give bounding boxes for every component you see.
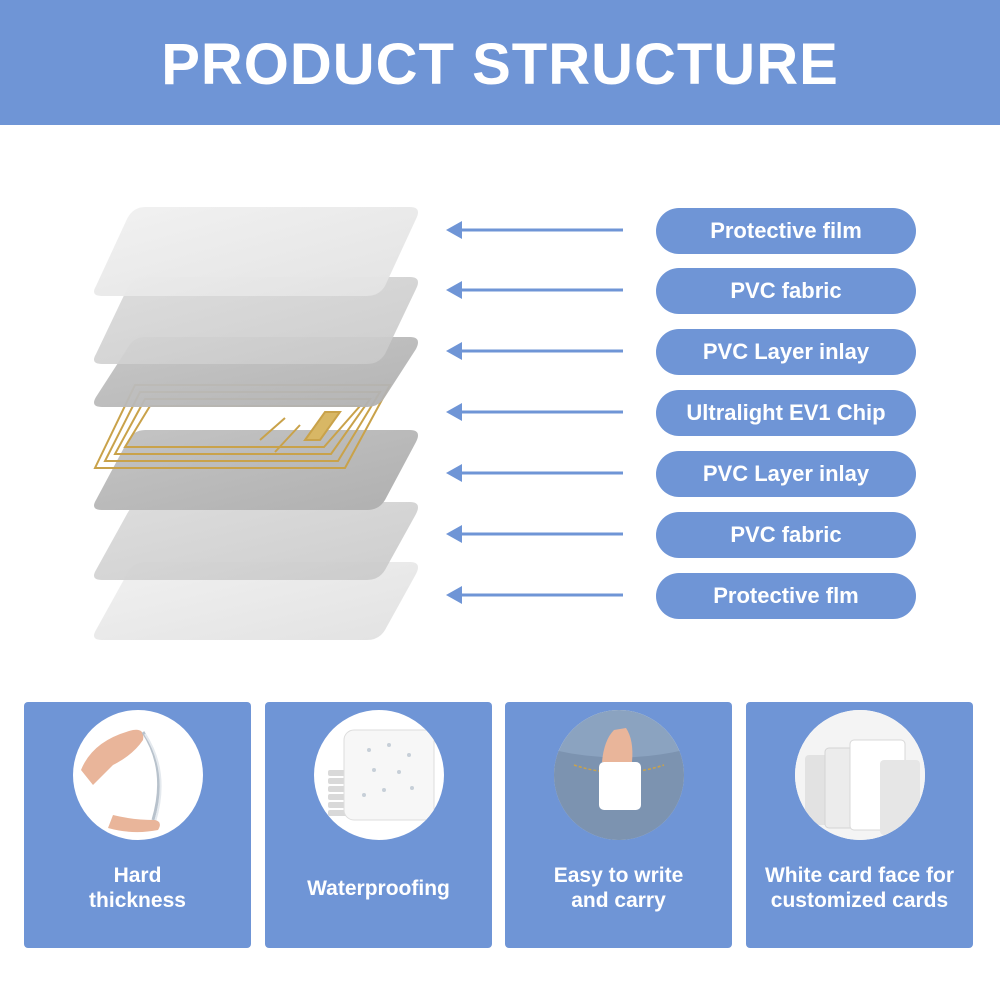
- feature-line-1: White card face for: [764, 864, 955, 887]
- feature-text: Waterproofing: [271, 852, 486, 924]
- layer-label-pvc-fabric-top: PVC fabric: [656, 268, 916, 314]
- feature-card-waterproofing: Waterproofing: [265, 702, 492, 948]
- layer-label-protective-film-bottom: Protective flm: [656, 573, 916, 619]
- page-title: PRODUCT STRUCTURE: [161, 32, 839, 97]
- feature-line-2: customized cards: [770, 889, 949, 912]
- card-stack-waterproof-image: [313, 710, 444, 840]
- white-cards-image: [794, 710, 925, 840]
- header-banner: PRODUCT STRUCTURE: [0, 0, 1000, 125]
- feature-line-1: Easy to write: [553, 864, 684, 887]
- layer-label-pvc-inlay-top: PVC Layer inlay: [656, 329, 916, 375]
- bottom-pvc-fabric-sheet: [94, 502, 418, 580]
- card-in-pocket-image: [553, 710, 684, 840]
- bottom-protective-film-sheet: [94, 562, 418, 640]
- top-pvc-fabric-sheet: [94, 277, 418, 364]
- layer-label-pvc-fabric-bottom: PVC fabric: [656, 512, 916, 558]
- layer-label-chip: Ultralight EV1 Chip: [656, 390, 916, 436]
- feature-line-1: Hard: [113, 864, 162, 887]
- layer-label-pvc-inlay-bottom: PVC Layer inlay: [656, 451, 916, 497]
- bottom-pvc-inlay-sheet: [94, 430, 418, 510]
- top-protective-film-sheet: [94, 207, 418, 296]
- rfid-antenna-chip: [93, 384, 392, 469]
- layer-stack-illustration: [93, 207, 418, 640]
- bending-card-image: [72, 710, 203, 840]
- layer-label-protective-film-top: Protective film: [656, 208, 916, 254]
- feature-line-2: thickness: [89, 889, 186, 912]
- feature-line-1: Waterproofing: [307, 876, 450, 900]
- feature-line-2: and carry: [571, 889, 666, 912]
